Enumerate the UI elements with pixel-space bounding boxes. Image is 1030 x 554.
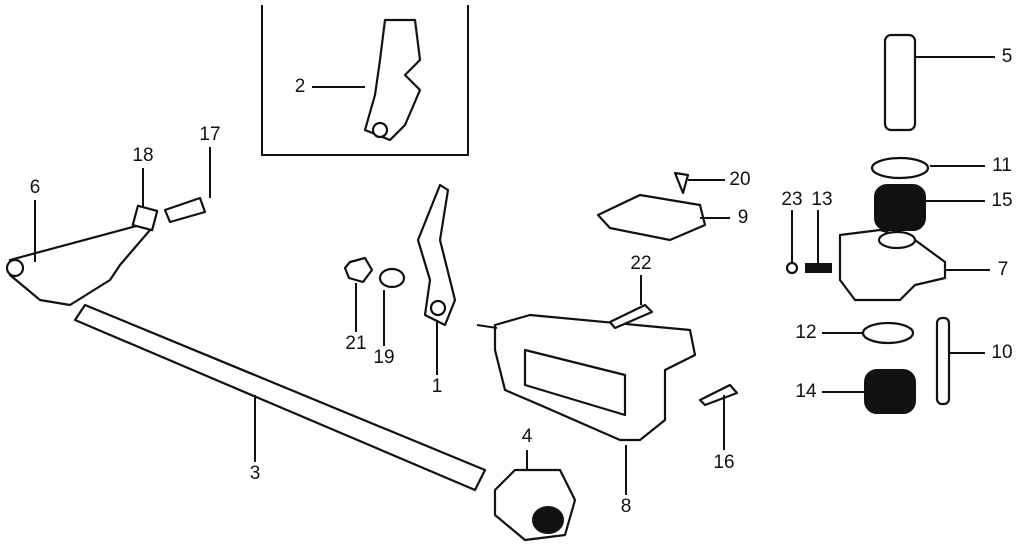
callout-15: 15: [991, 190, 1012, 211]
part-1-lever: [416, 183, 457, 327]
part-10-pin: [935, 316, 951, 406]
part-19-washer: [378, 267, 406, 289]
part-6-arm: [8, 223, 152, 307]
callout-6: 6: [30, 177, 41, 198]
callout-3: 3: [250, 463, 261, 484]
callout-12: 12: [795, 322, 816, 343]
part-7-boss: [877, 230, 917, 250]
callout-16: 16: [713, 452, 734, 473]
callout-22: 22: [630, 253, 651, 274]
callout-10: 10: [991, 342, 1012, 363]
callout-7: 7: [998, 259, 1009, 280]
callout-23: 23: [781, 189, 802, 210]
callout-17: 17: [199, 124, 220, 145]
inset-frame: [261, 5, 469, 156]
callout-8: 8: [621, 496, 632, 517]
part-18-clip: [131, 204, 159, 232]
part-1-hole: [429, 299, 447, 317]
callout-18: 18: [132, 145, 153, 166]
callout-19: 19: [373, 347, 394, 368]
leader-lines: [34, 56, 995, 495]
callout-4: 4: [522, 426, 533, 447]
part-17-bolt: [163, 196, 207, 224]
callout-1: 1: [432, 376, 443, 397]
part-15-spring: [874, 184, 926, 231]
callout-2: 2: [295, 76, 306, 97]
callout-9: 9: [738, 207, 749, 228]
part-8-stud: [476, 324, 498, 329]
part-8-window: [523, 348, 627, 417]
part-14-spring: [864, 369, 916, 414]
part-4-bore: [532, 506, 564, 534]
part-21-nut: [343, 256, 374, 284]
part-12-seat: [861, 321, 915, 345]
callout-11: 11: [992, 155, 1012, 176]
part-5-pin: [883, 33, 917, 132]
callout-14: 14: [795, 381, 817, 402]
part-6-bore: [5, 258, 25, 278]
part-2-lever: [363, 18, 422, 142]
callout-21: 21: [345, 333, 366, 354]
part-20-screw: [673, 171, 690, 195]
part-16-bolt: [698, 383, 739, 407]
part-22-bolt: [608, 303, 654, 330]
part-3-shaft: [73, 303, 487, 492]
part-11-washer: [870, 156, 930, 180]
part-9-plate: [596, 193, 707, 242]
callout-20: 20: [729, 169, 750, 190]
part-13-spring: [805, 263, 832, 273]
callout-13: 13: [811, 189, 832, 210]
part-23-ball: [785, 261, 799, 275]
callout-5: 5: [1002, 46, 1013, 67]
part-2-hole: [371, 121, 389, 139]
part-4-bushing: [493, 468, 577, 542]
